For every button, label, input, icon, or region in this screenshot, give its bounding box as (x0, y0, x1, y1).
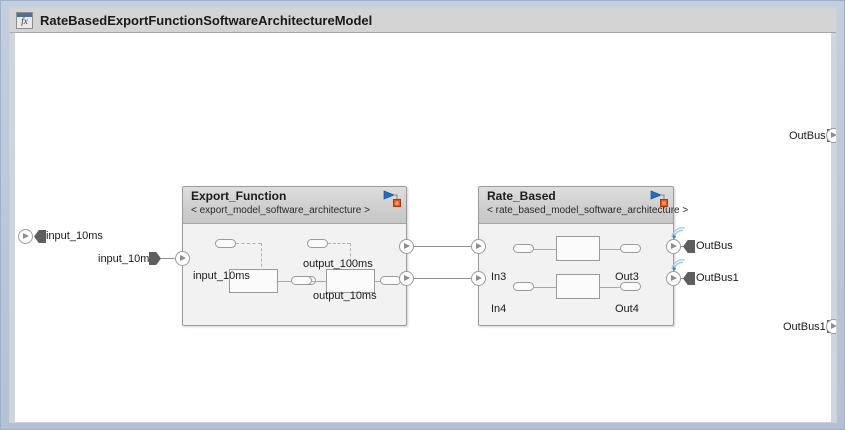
rate-based-body: In3 In4 Out3 Out4 (479, 224, 673, 325)
export-stub-dash-a (236, 243, 261, 244)
page-title: RateBasedExportFunctionSoftwareArchitect… (40, 12, 373, 28)
rate-stub-line-a (534, 249, 556, 250)
export-function-header: Export_Function < export_model_software_… (183, 187, 406, 224)
signal-arrow-OutBus (683, 240, 695, 253)
export-stub-rect-a (229, 269, 278, 293)
broadcast-signal-icon (670, 258, 687, 271)
export-stub-dash-b (328, 243, 350, 244)
model-titlebar: fx RateBasedExportFunctionSoftwareArchit… (10, 8, 836, 33)
rate-based-header: Rate_Based < rate_based_model_software_a… (479, 187, 689, 224)
rate-based-outport-label-Out4: Out4 (615, 303, 639, 315)
rate-stub-line-b (600, 249, 620, 250)
right-scroll-strip[interactable] (831, 33, 836, 422)
rate-based-title: Rate_Based (487, 189, 556, 203)
root-outport-label-OutBus: OutBus (789, 130, 826, 142)
wire-output_10ms-to-In4[interactable] (414, 278, 477, 279)
export-stub-dashv-a (261, 243, 262, 272)
export-function-outport-output_10ms[interactable] (399, 271, 414, 286)
export-function-subtitle: < export_model_software_architecture > (191, 205, 370, 216)
export-outport-label-output_100ms: output_100ms (303, 258, 373, 270)
export-outport-label-output_10ms: output_10ms (313, 290, 377, 302)
rate-stub-pill-c (513, 282, 534, 291)
rate-based-inport-label-In4: In4 (491, 303, 507, 315)
export-function-inport-input_10ms[interactable] (175, 251, 190, 266)
wire-output_100ms-to-In3[interactable] (414, 246, 477, 247)
rate-stub-rect-b (556, 274, 600, 299)
export-stub-dashv-b (350, 243, 351, 272)
signal-label-OutBus1: OutBus1 (696, 272, 739, 284)
export-inport-label-input_10ms: input_10ms (193, 270, 250, 282)
rate-stub-pill-b (620, 244, 641, 253)
rate-stub-line-d (600, 287, 620, 288)
rate-based-inport-In4[interactable] (471, 271, 486, 286)
export-stub-pill-d (291, 276, 312, 285)
export-stub-line-a (278, 281, 295, 282)
rate-based-block[interactable]: Rate_Based < rate_based_model_software_a… (478, 186, 689, 326)
rate-based-outport-label-Out3: Out3 (615, 271, 639, 283)
icon-title-bar (17, 12, 32, 17)
icon-fx-glyph: fx (21, 15, 28, 26)
rate-based-outport-Out4[interactable] (666, 271, 681, 286)
diagram-layer: input_10ms input_10ms Export_Function < … (10, 33, 836, 422)
root-outport-OutBus[interactable] (826, 128, 836, 143)
export-function-block[interactable]: Export_Function < export_model_software_… (182, 186, 407, 326)
model-reference-badge (649, 190, 669, 208)
wire-input-to-export[interactable] (161, 258, 178, 259)
rate-based-outport-Out3[interactable] (666, 239, 681, 254)
export-stub-pill-a (215, 239, 236, 248)
root-inport-label: input_10ms (46, 230, 103, 242)
rate-stub-rect-a (556, 236, 600, 261)
export-stub-pill-e (380, 276, 401, 285)
export-stub-line-b (312, 281, 326, 282)
root-outport-OutBus1[interactable] (826, 319, 836, 334)
rate-stub-line-c (534, 287, 556, 288)
root-outport-label-OutBus1: OutBus1 (783, 321, 826, 333)
signal-arrow-input_10ms (149, 252, 161, 265)
signal-label-input_10ms: input_10ms (98, 253, 155, 265)
model-canvas[interactable]: fx RateBasedExportFunctionSoftwareArchit… (9, 7, 837, 423)
export-stub-pill-c (307, 239, 328, 248)
broadcast-signal-icon (670, 226, 687, 239)
root-inport-input_10ms[interactable] (18, 229, 33, 244)
rate-based-inport-In3[interactable] (471, 239, 486, 254)
signal-arrow-OutBus1 (683, 272, 695, 285)
export-function-outport-output_100ms[interactable] (399, 239, 414, 254)
rate-stub-pill-d (620, 282, 641, 291)
export-function-title: Export_Function (191, 189, 287, 203)
rate-stub-pill-a (513, 244, 534, 253)
rate-based-subtitle: < rate_based_model_software_architecture… (487, 205, 689, 216)
signal-label-OutBus: OutBus (696, 240, 733, 252)
function-fx-icon: fx (16, 11, 33, 29)
rate-based-inport-label-In3: In3 (491, 271, 507, 283)
export-stub-rect-b (326, 269, 375, 293)
left-scroll-strip[interactable] (10, 33, 15, 422)
model-reference-badge (382, 190, 402, 208)
export-function-body: input_10ms output_100ms output_10ms (183, 224, 406, 325)
root-inport-signal-arrow (34, 230, 46, 243)
